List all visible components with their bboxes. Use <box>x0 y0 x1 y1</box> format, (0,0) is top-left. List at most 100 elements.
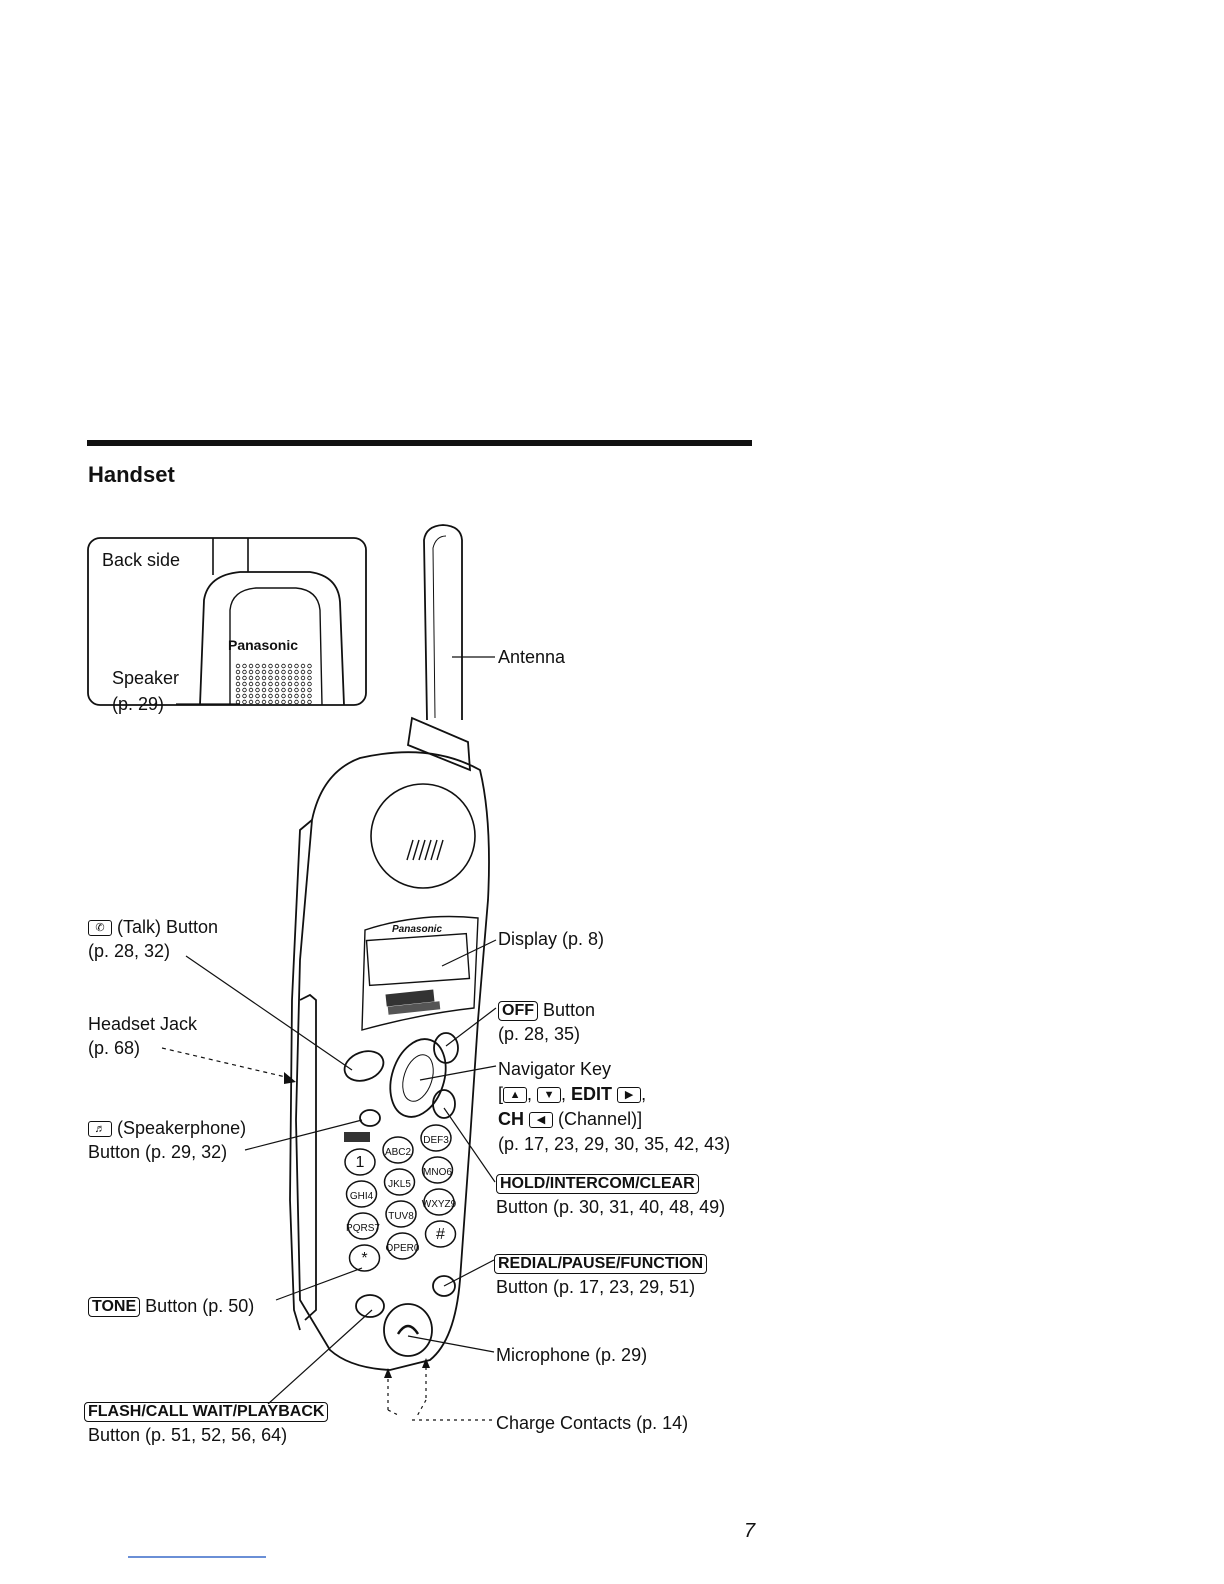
grille-hole <box>261 681 267 687</box>
grille-hole <box>261 663 267 669</box>
keypad-key-label: PQRS7 <box>346 1223 380 1234</box>
grille-hole <box>287 663 293 669</box>
back-side-label: Back side <box>102 550 180 570</box>
grille-hole <box>268 663 273 669</box>
keypad-key-outline <box>420 1124 452 1152</box>
grille-hole <box>274 693 280 699</box>
keypad-key-label: 1 <box>356 1154 365 1171</box>
grille-hole <box>294 699 299 705</box>
grille-hole <box>261 693 267 699</box>
grille-hole <box>294 681 299 687</box>
grille-hole <box>281 663 286 669</box>
keypad-key: 1 <box>344 1148 376 1176</box>
keypad: 1ABC2DEF3GHI4JKL5MNO6PQRS7TUV8WXYZ9*OPER… <box>344 1124 457 1272</box>
inset-brand-logo: Panasonic <box>228 637 298 653</box>
grille-hole <box>235 681 241 687</box>
talk-button <box>343 1050 385 1082</box>
keypad-key: # <box>424 1220 457 1248</box>
flash-button-label: FLASH/CALL WAIT/PLAYBACK <box>84 1400 329 1423</box>
section-rule <box>87 440 752 446</box>
speakerphone-button <box>359 1109 381 1127</box>
grille-hole <box>268 699 273 705</box>
speakerphone-label: ♬ (Speakerphone) <box>88 1117 246 1139</box>
grille-hole <box>261 687 267 693</box>
hold-button-label: HOLD/INTERCOM/CLEAR <box>496 1172 699 1195</box>
keypad-key-outline <box>345 1180 378 1208</box>
off-button <box>433 1032 459 1064</box>
up-arrow-icon: ▲ <box>503 1087 528 1104</box>
grille-hole <box>248 699 254 705</box>
grille-hole <box>281 669 286 675</box>
tone-key: TONE <box>88 1297 141 1318</box>
grille-hole <box>255 699 260 705</box>
keypad-key-outline <box>423 1188 455 1216</box>
keypad-key-outline <box>348 1244 381 1272</box>
keypad-key: WXYZ9 <box>422 1188 457 1216</box>
grille-hole <box>307 687 312 693</box>
keypad-key-label: * <box>361 1250 367 1267</box>
flash-button-page: Button (p. 51, 52, 56, 64) <box>88 1425 288 1445</box>
grille-hole <box>307 681 312 687</box>
keypad-key: * <box>348 1244 381 1272</box>
grille-hole <box>255 681 260 687</box>
navigator-keys-line: [▲, ▼, EDIT ▶, <box>498 1084 647 1104</box>
grille-hole <box>307 669 312 675</box>
edit-label: EDIT <box>571 1084 613 1104</box>
grille-hole <box>268 687 273 693</box>
page-link-underline <box>128 1556 266 1558</box>
headset-jack-page: (p. 68) <box>88 1038 141 1058</box>
grille-hole <box>300 669 306 675</box>
grille-hole <box>307 699 312 705</box>
grille-hole <box>281 687 286 693</box>
grille-hole <box>235 663 241 669</box>
redial-button-page: Button (p. 17, 23, 29, 51) <box>496 1277 696 1297</box>
down-arrow-icon: ▼ <box>537 1087 562 1104</box>
grille-hole <box>235 687 241 693</box>
speakerphone-text: (Speakerphone) <box>117 1118 247 1138</box>
keypad-key-label: DEF3 <box>423 1135 449 1146</box>
grille-hole <box>274 699 280 705</box>
keypad-key-label: TUV8 <box>388 1211 414 1222</box>
leader-lines <box>161 656 497 1421</box>
grille-hole <box>261 699 267 705</box>
grille-hole <box>235 693 241 699</box>
grille-hole <box>242 687 247 693</box>
grille-hole <box>274 687 280 693</box>
speakerphone-page: Button (p. 29, 32) <box>88 1142 228 1162</box>
back-side-inset: Back side Panasonic Speaker (p. 29) <box>87 537 367 714</box>
flash-button <box>355 1294 385 1318</box>
handset-body: Panasonic <box>289 524 490 1410</box>
keypad-key: ABC2 <box>382 1136 414 1164</box>
ch-label: CH <box>498 1109 524 1129</box>
keypad-key-outline <box>385 1200 417 1228</box>
speaker-grille <box>235 663 312 705</box>
grille-hole <box>255 687 260 693</box>
grille-hole <box>248 693 254 699</box>
hold-key: HOLD/INTERCOM/CLEAR <box>496 1174 699 1195</box>
grille-hole <box>287 687 293 693</box>
right-arrow-icon: ▶ <box>617 1087 642 1104</box>
grille-hole <box>248 669 254 675</box>
grille-hole <box>248 681 254 687</box>
navigator-key <box>389 1038 447 1118</box>
tone-button-page: Button (p. 50) <box>145 1296 255 1316</box>
grille-hole <box>300 693 306 699</box>
talk-icon: ✆ <box>88 920 112 937</box>
grille-hole <box>287 699 293 705</box>
off-button-text: Button <box>543 1000 596 1020</box>
grille-hole <box>281 699 286 705</box>
hold-button-page: Button (p. 30, 31, 40, 48, 49) <box>496 1197 726 1217</box>
grille-hole <box>242 693 247 699</box>
keypad-key-label: WXYZ9 <box>422 1199 457 1210</box>
antenna <box>423 524 463 721</box>
grille-hole <box>274 681 280 687</box>
channel-text: (Channel)] <box>558 1109 643 1129</box>
charge-contacts-label: Charge Contacts (p. 14) <box>496 1413 689 1433</box>
keypad-key-outline <box>382 1136 414 1164</box>
grille-hole <box>294 663 299 669</box>
keypad-key: PQRS7 <box>346 1212 380 1240</box>
keypad-key-outline <box>386 1232 419 1260</box>
redial-button-label: REDIAL/PAUSE/FUNCTION <box>494 1252 708 1275</box>
grille-hole <box>307 675 312 681</box>
off-key: OFF <box>498 1001 538 1022</box>
